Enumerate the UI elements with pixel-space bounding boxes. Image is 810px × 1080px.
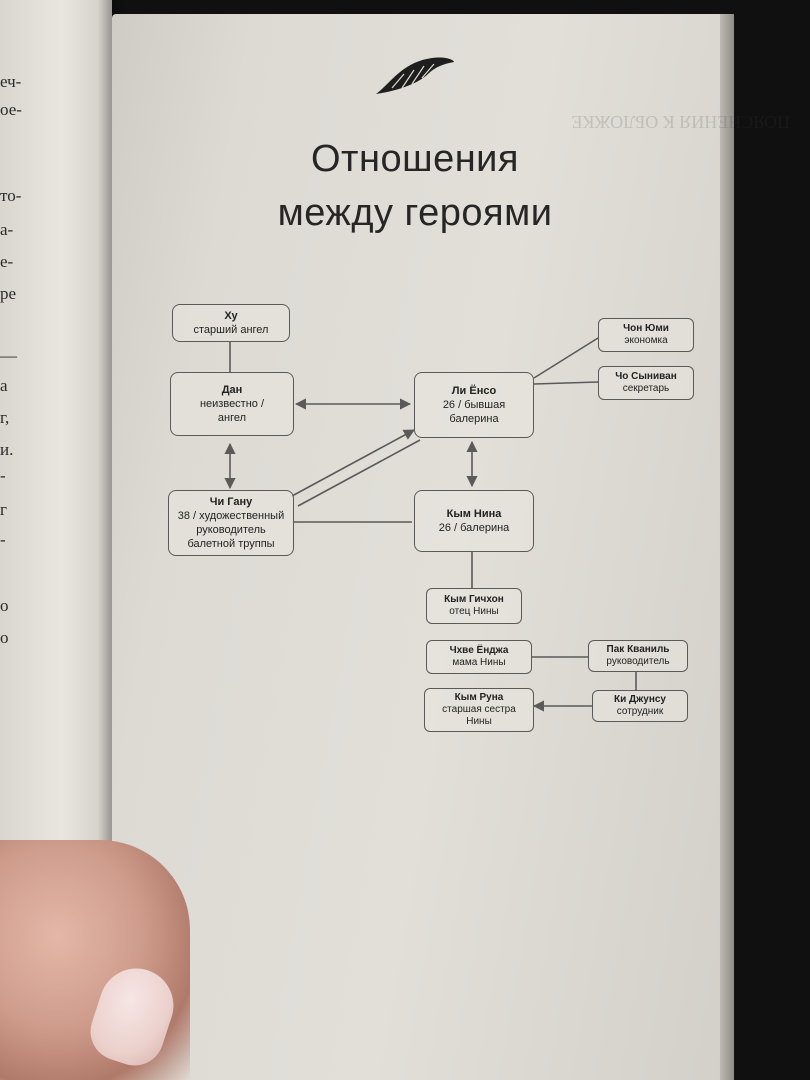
node-name: Чон Юми bbox=[623, 323, 669, 334]
page-edge bbox=[720, 14, 734, 1080]
left-text-fragment: г, bbox=[0, 408, 10, 427]
node-pak-kvanil: Пак Кваниль руководитель bbox=[588, 640, 688, 672]
node-line: неизвестно / bbox=[199, 398, 265, 410]
node-name: Чи Гану bbox=[209, 496, 253, 508]
node-name: Чо Сыниван bbox=[615, 371, 677, 382]
left-text-fragment: а- bbox=[0, 220, 14, 239]
node-line: ангел bbox=[217, 412, 247, 424]
node-name: Чхве Ёнджа bbox=[449, 645, 509, 656]
left-text-fragment: - bbox=[0, 466, 6, 485]
left-text-fragment: - bbox=[0, 530, 6, 549]
link-chi-li-b bbox=[297, 439, 421, 507]
node-li-enso: Ли Ёнсо 26 / бывшая балерина bbox=[414, 372, 534, 438]
page-title-line-2: между героями bbox=[277, 192, 553, 234]
node-line: балерина bbox=[449, 413, 499, 425]
node-kym-runa: Кым Руна старшая сестра Нины bbox=[424, 688, 534, 732]
left-text-fragment: ре bbox=[0, 284, 17, 303]
node-line: 26 / бывшая bbox=[442, 399, 506, 411]
link-chi-li-a bbox=[291, 429, 415, 497]
node-line: секретарь bbox=[622, 383, 670, 394]
left-text-fragment: о bbox=[0, 596, 9, 615]
node-name: Пак Кваниль bbox=[606, 644, 670, 655]
node-line: мама Нины bbox=[452, 657, 506, 668]
node-name: Кым Гичхон bbox=[444, 594, 504, 605]
link-li-cho bbox=[533, 381, 599, 385]
node-line: балетной труппы bbox=[187, 538, 275, 550]
node-line: руководитель bbox=[606, 656, 670, 667]
node-chhve-enja: Чхве Ёнджа мама Нины bbox=[426, 640, 532, 674]
node-line: экономка bbox=[624, 335, 668, 346]
left-text-fragment: еч- bbox=[0, 72, 22, 91]
left-text-fragment: е- bbox=[0, 252, 14, 271]
node-line: старший ангел bbox=[193, 324, 269, 336]
node-kym-nina: Кым Нина 26 / балерина bbox=[414, 490, 534, 552]
node-dan: Дан неизвестно / ангел bbox=[170, 372, 294, 436]
node-name: Кым Руна bbox=[454, 692, 504, 703]
left-text-fragment: г bbox=[0, 500, 7, 519]
page-title-line-1: Отношения bbox=[311, 138, 519, 180]
node-name: Ху bbox=[224, 310, 238, 322]
node-line: руководитель bbox=[196, 524, 266, 536]
node-chi-ganu: Чи Гану 38 / художественный руководитель… bbox=[168, 490, 294, 556]
left-text-fragment: а bbox=[0, 376, 8, 395]
node-line: старшая сестра bbox=[442, 704, 516, 715]
left-text-fragment: то- bbox=[0, 186, 22, 205]
node-line: 38 / художественный bbox=[177, 510, 285, 522]
node-kym-gichhon: Кым Гичхон отец Нины bbox=[426, 588, 522, 624]
left-text-fragment: о bbox=[0, 628, 9, 647]
node-name: Кым Нина bbox=[446, 508, 502, 520]
node-name: Ки Джунсу bbox=[614, 694, 666, 705]
node-name: Ли Ёнсо bbox=[451, 385, 497, 397]
node-line: отец Нины bbox=[449, 606, 499, 617]
link-li-chon bbox=[533, 337, 599, 379]
node-line: Нины bbox=[466, 716, 492, 727]
node-ki-junsu: Ки Джунсу сотрудник bbox=[592, 690, 688, 722]
node-cho-synivan: Чо Сыниван секретарь bbox=[598, 366, 694, 400]
left-text-fragment: и. bbox=[0, 440, 14, 459]
node-chon-yumi: Чон Юми экономка bbox=[598, 318, 694, 352]
node-line: 26 / балерина bbox=[438, 522, 510, 534]
node-line: сотрудник bbox=[616, 706, 664, 717]
node-name: Дан bbox=[221, 384, 243, 396]
node-hu: Ху старший ангел bbox=[172, 304, 290, 342]
feather-icon bbox=[376, 57, 454, 94]
left-text-fragment: — bbox=[0, 346, 17, 365]
left-text-fragment: ое- bbox=[0, 100, 22, 119]
